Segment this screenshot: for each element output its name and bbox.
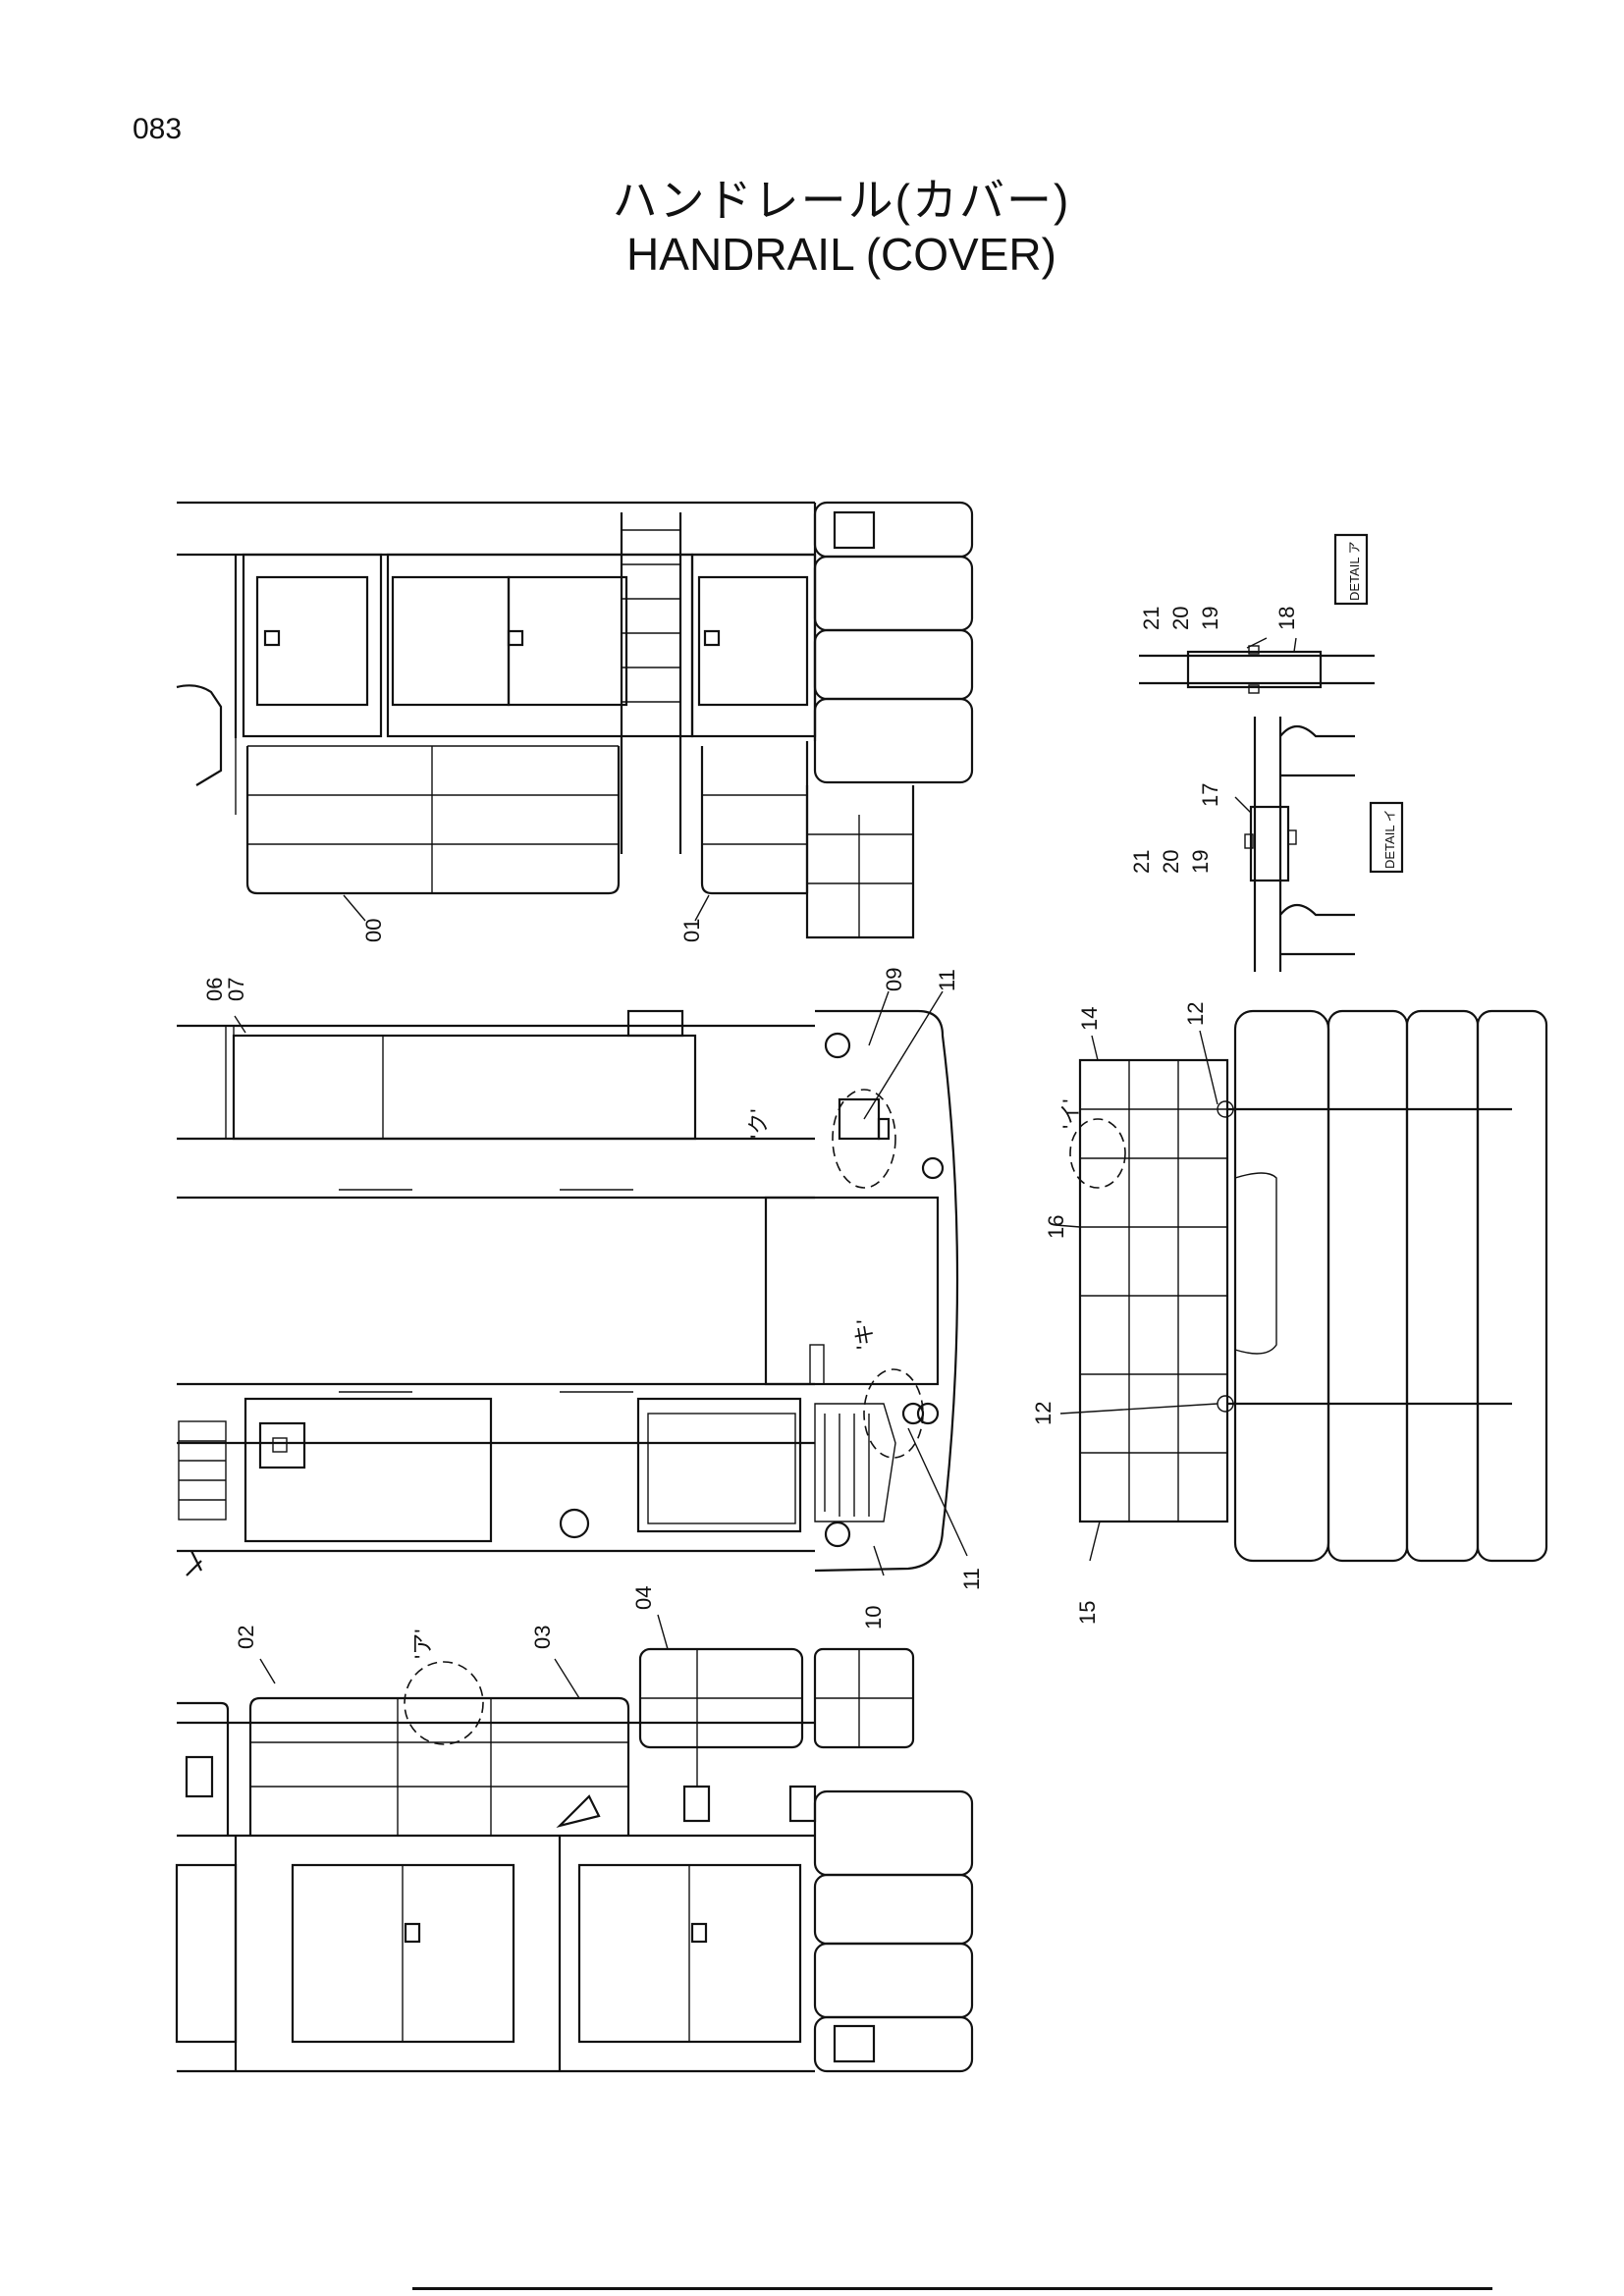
callout-00: 00	[361, 919, 386, 942]
title-japanese: ハンドレール(カバー)	[612, 175, 1071, 226]
callout-12-bottom: 12	[1031, 1402, 1056, 1425]
detail-a-view	[1139, 533, 1375, 694]
callout-16: 16	[1044, 1215, 1068, 1239]
callout-17: 17	[1198, 783, 1222, 807]
callout-detail-i-21: 21	[1129, 850, 1154, 874]
callout-01: 01	[679, 919, 704, 942]
callout-detail-i-19: 19	[1188, 850, 1213, 874]
detail-mark-a: 'ア'	[410, 1629, 435, 1659]
bottom-rule	[412, 2287, 1492, 2290]
callout-09: 09	[882, 968, 906, 991]
callout-04: 04	[631, 1586, 656, 1610]
callout-11-bottom: 11	[959, 1568, 984, 1590]
callout-07: 07	[224, 978, 248, 1001]
callout-detail-a-19: 19	[1198, 607, 1222, 630]
detail-i-view	[1234, 717, 1404, 972]
title-english: HANDRAIL (COVER)	[626, 229, 1056, 280]
callout-03: 03	[530, 1626, 555, 1649]
detail-label-a: DETAIL ア	[1347, 541, 1362, 601]
plan-view	[177, 990, 968, 1576]
callout-detail-a-21: 21	[1139, 607, 1164, 630]
callout-14: 14	[1077, 1007, 1102, 1031]
callout-15: 15	[1075, 1601, 1100, 1625]
callout-11-top: 11	[935, 969, 959, 991]
bottom-side-view	[175, 1614, 974, 2073]
callout-detail-i-20: 20	[1159, 850, 1183, 874]
detail-mark-i: 'イ'	[1058, 1099, 1083, 1129]
callout-10: 10	[861, 1606, 886, 1629]
callout-12-top: 12	[1183, 1002, 1208, 1026]
callout-06: 06	[202, 978, 227, 1001]
detail-mark-ku: 'ク'	[746, 1109, 771, 1139]
callout-18: 18	[1274, 607, 1299, 630]
callout-02: 02	[234, 1626, 258, 1649]
page-number: 083	[133, 113, 183, 145]
detail-mark-ki: 'キ'	[852, 1320, 877, 1350]
top-side-view	[176, 501, 974, 939]
rear-view	[1055, 1009, 1548, 1563]
callout-detail-a-20: 20	[1168, 607, 1193, 630]
detail-label-i: DETAIL イ	[1382, 809, 1397, 869]
